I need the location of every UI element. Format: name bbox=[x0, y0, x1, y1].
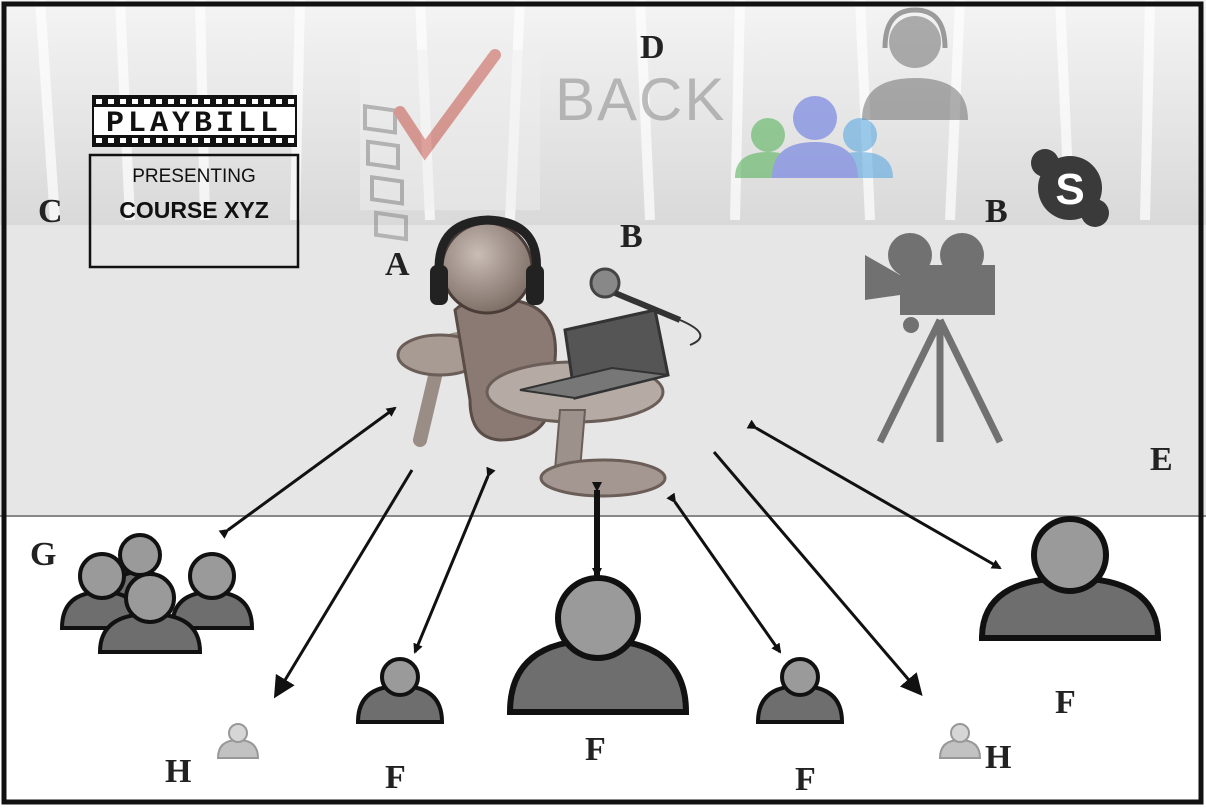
arrow-group-presenter bbox=[218, 406, 397, 539]
presenter-icon bbox=[396, 215, 670, 498]
label-H-left: H bbox=[165, 753, 191, 790]
label-B-mic: B bbox=[620, 218, 643, 255]
curtain-folds bbox=[35, 0, 1155, 221]
person-icon bbox=[755, 657, 845, 724]
headset-user-icon bbox=[862, 7, 968, 120]
label-F-3: F bbox=[795, 761, 816, 798]
person-icon bbox=[506, 575, 690, 715]
backdrop-text: BACK bbox=[555, 66, 726, 133]
arrow-presenter-h-left bbox=[273, 469, 414, 699]
playbill-brand: PLAYBILL bbox=[106, 107, 282, 141]
arrow-presenter-f1 bbox=[413, 466, 496, 654]
person-icon bbox=[978, 516, 1162, 641]
presenting-box bbox=[88, 153, 300, 269]
microphone-icon bbox=[589, 267, 702, 346]
label-C: C bbox=[38, 193, 63, 230]
checklist-icon bbox=[360, 49, 540, 242]
label-H-right: H bbox=[985, 739, 1011, 776]
person-icon bbox=[216, 723, 260, 759]
connection-arrows bbox=[218, 406, 1002, 699]
group-users-icon bbox=[735, 96, 893, 178]
presenting-text: PRESENTING bbox=[132, 166, 256, 187]
label-E: E bbox=[1150, 441, 1173, 478]
label-B-skype: B bbox=[985, 193, 1008, 230]
arrow-presenter-f3 bbox=[666, 492, 782, 654]
skype-icon: S bbox=[1031, 149, 1109, 227]
person-icon bbox=[938, 723, 982, 759]
arrow-presenter-f4 bbox=[746, 419, 1002, 570]
playbill-header: PLAYBILL bbox=[92, 95, 297, 147]
label-F-2: F bbox=[585, 731, 606, 768]
label-F-4: F bbox=[1055, 684, 1076, 721]
label-A: A bbox=[385, 246, 410, 283]
label-F-1: F bbox=[385, 759, 406, 796]
label-D: D bbox=[640, 29, 665, 66]
skype-letter: S bbox=[1055, 165, 1084, 214]
course-title: COURSE XYZ bbox=[119, 197, 269, 223]
person-icon bbox=[355, 657, 445, 724]
label-G: G bbox=[30, 536, 56, 573]
group-icon bbox=[59, 533, 255, 654]
